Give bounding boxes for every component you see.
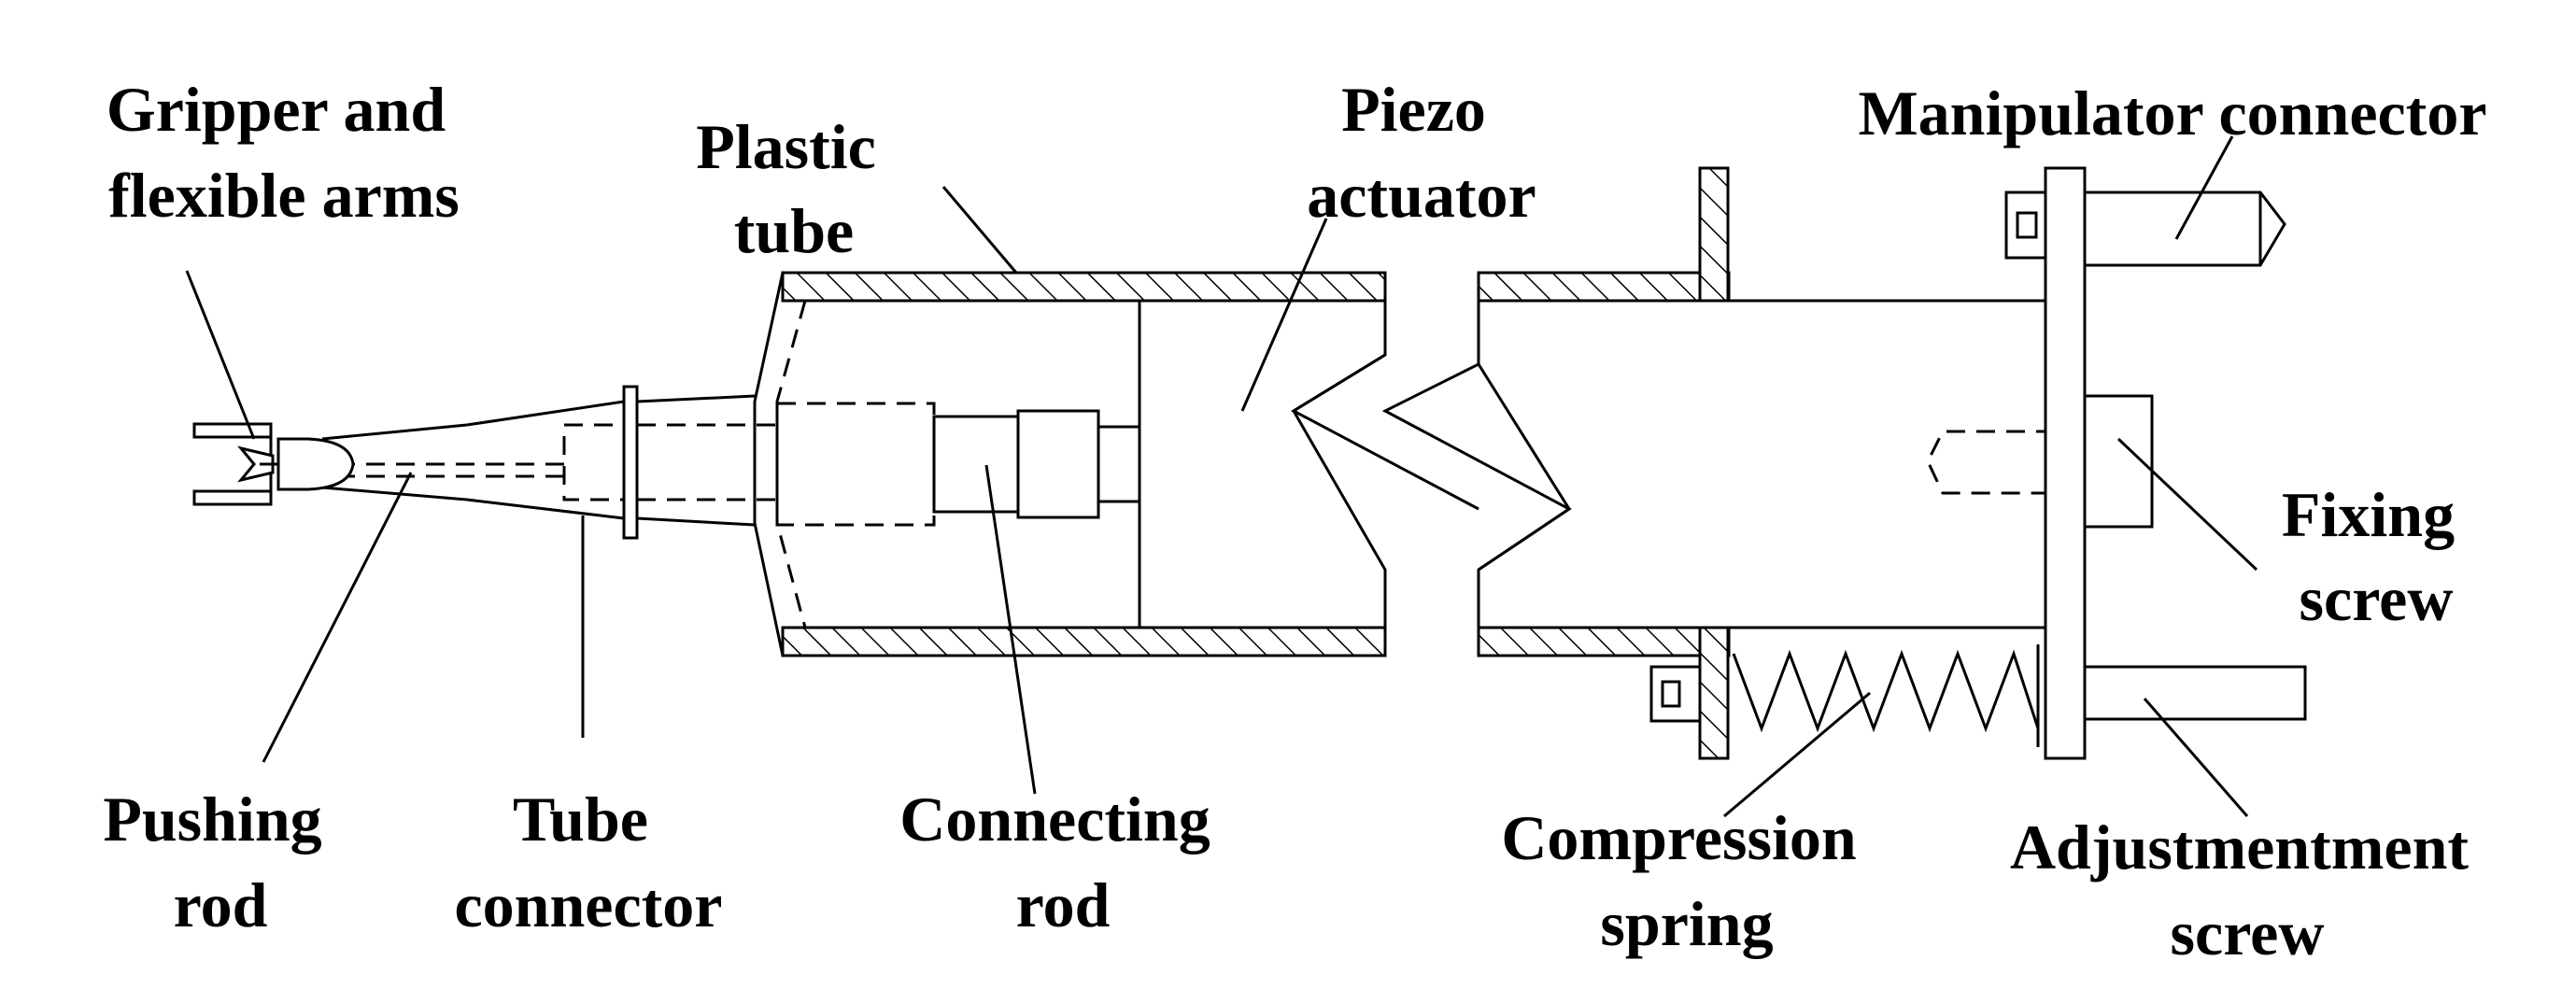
piezo-actuator bbox=[1138, 299, 2057, 629]
label-manipulator-connector: Manipulator connector bbox=[1858, 78, 2486, 148]
pushing-rod bbox=[321, 423, 564, 502]
tube-connector bbox=[466, 385, 777, 540]
leader-lines bbox=[185, 135, 2258, 818]
label-piezo-actuator: Piezo actuator bbox=[1307, 74, 1536, 231]
gripper bbox=[192, 422, 355, 506]
label-tube-connector: Tube connector bbox=[454, 784, 722, 940]
label-fixing-screw: Fixing screw bbox=[2282, 479, 2470, 634]
connecting-rod bbox=[932, 409, 1141, 519]
plastic-tube bbox=[753, 166, 1731, 760]
end-plate bbox=[2044, 166, 2087, 760]
label-gripper: Gripper and flexible arms bbox=[106, 74, 461, 231]
adjustment-screw bbox=[2083, 665, 2307, 721]
label-compression-spring: Compression spring bbox=[1501, 802, 1872, 959]
compression-spring bbox=[1649, 644, 2040, 747]
inner-coupling bbox=[775, 402, 936, 527]
label-connecting-rod: Connecting rod bbox=[899, 784, 1225, 940]
label-pushing-rod: Pushing rod bbox=[103, 784, 337, 940]
label-adjustment-screw: Adjustmentment screw bbox=[2010, 812, 2484, 968]
label-plastic-tube: Plastic tube bbox=[696, 111, 892, 266]
